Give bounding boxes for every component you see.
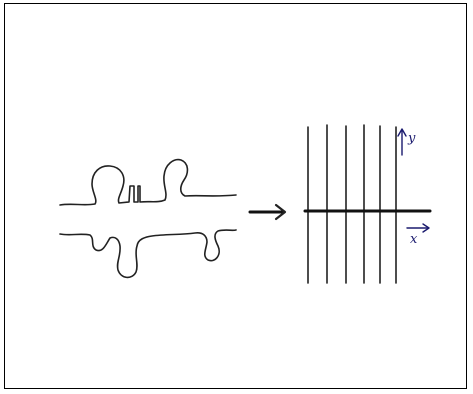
y-axis-indicator: y	[397, 128, 416, 156]
y-axis-label: y	[407, 131, 416, 146]
straightened-grid	[303, 124, 432, 284]
channel-upper-wall	[59, 158, 237, 206]
x-axis-label: x	[410, 232, 418, 247]
diagram-frame	[4, 3, 467, 389]
irregular-channel-sketch	[59, 158, 237, 279]
x-axis-indicator: x	[406, 223, 430, 247]
channel-lower-wall	[59, 229, 237, 279]
transformation-arrow	[248, 203, 287, 221]
